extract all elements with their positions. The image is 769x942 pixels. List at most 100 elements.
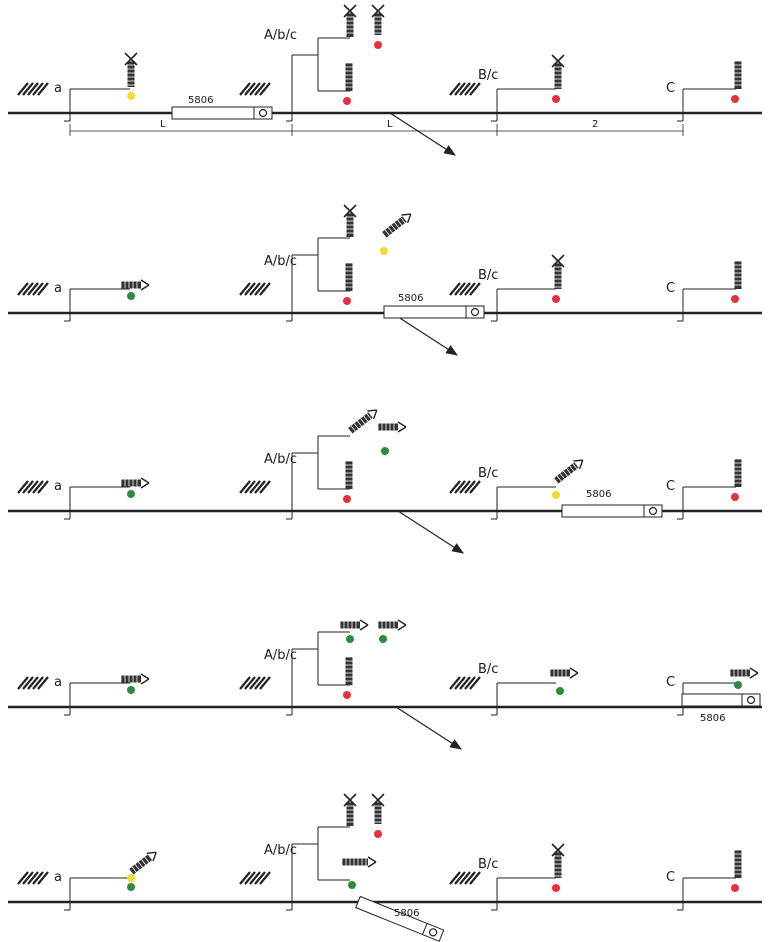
signal-a-horizontal bbox=[120, 673, 150, 685]
signal-bc-horizontal bbox=[549, 667, 579, 679]
label-bc: B/c bbox=[478, 857, 498, 872]
buffer-hatch bbox=[239, 676, 271, 690]
buffer-hatch bbox=[17, 82, 49, 96]
lamp-abc-lower bbox=[343, 691, 351, 699]
label-a: a bbox=[54, 281, 62, 296]
signal-abc-upper-left-horizontal bbox=[339, 619, 369, 631]
train-number: 5806 bbox=[394, 908, 419, 919]
label-c: C bbox=[666, 675, 675, 690]
label-c: C bbox=[666, 81, 675, 96]
signal-abc-lower bbox=[345, 262, 353, 291]
buffer-hatch bbox=[449, 480, 481, 494]
signal-c bbox=[734, 458, 742, 487]
label-bc: B/c bbox=[478, 268, 498, 283]
label-c: C bbox=[666, 281, 675, 296]
train-number: 5806 bbox=[188, 95, 213, 106]
lamp-a-upper bbox=[127, 874, 135, 882]
buffer-hatch bbox=[17, 871, 49, 885]
signal-bc bbox=[551, 843, 565, 878]
signal-abc-lower bbox=[345, 62, 353, 91]
buffer-hatch bbox=[239, 82, 271, 96]
panel-3: a A/b/cB/cC 5806 bbox=[8, 409, 762, 554]
buffer-hatch bbox=[449, 282, 481, 296]
signal-c bbox=[734, 849, 742, 878]
buffer-hatch bbox=[17, 480, 49, 494]
lamp-abc-lower bbox=[348, 881, 356, 889]
lamp-abc-upper bbox=[374, 41, 382, 49]
label-abc: A/b/c bbox=[264, 254, 297, 269]
label-abc: A/b/c bbox=[264, 28, 297, 43]
signal-bc bbox=[551, 54, 565, 89]
label-abc: A/b/c bbox=[264, 843, 297, 858]
train-number: 5806 bbox=[586, 489, 611, 500]
buffer-hatch bbox=[449, 676, 481, 690]
buffer-hatch bbox=[239, 282, 271, 296]
buffer-hatch bbox=[239, 871, 271, 885]
signal-bc-angled bbox=[553, 459, 584, 485]
train-5806 bbox=[383, 305, 485, 319]
dimension-label-2: L bbox=[387, 119, 393, 130]
label-abc: A/b/c bbox=[264, 648, 297, 663]
lamp-a bbox=[127, 292, 135, 300]
diverging-route-arrow bbox=[395, 706, 463, 750]
signal-abc-upper-right-angled bbox=[381, 213, 412, 239]
train-number: 5806 bbox=[398, 293, 423, 304]
signal-abc-upper-left bbox=[343, 793, 357, 826]
lamp-abc-upper-left bbox=[346, 635, 354, 643]
lamp-a bbox=[127, 92, 135, 100]
lamp-bc bbox=[552, 295, 560, 303]
signal-abc-upper-right bbox=[371, 793, 385, 824]
signal-c bbox=[734, 260, 742, 289]
signal-c bbox=[734, 60, 742, 89]
buffer-hatch bbox=[449, 82, 481, 96]
train-number: 5806 bbox=[700, 713, 725, 724]
signal-a-horizontal bbox=[120, 279, 150, 291]
train-5806 bbox=[681, 693, 761, 707]
label-bc: B/c bbox=[478, 662, 498, 677]
lamp-c bbox=[731, 95, 739, 103]
lamp-c bbox=[731, 295, 739, 303]
label-c: C bbox=[666, 479, 675, 494]
lamp-abc-lower bbox=[343, 97, 351, 105]
lamp-abc-lower bbox=[343, 495, 351, 503]
dimension-label-3: 2 bbox=[592, 119, 598, 130]
label-a: a bbox=[54, 81, 62, 96]
signal-abc-upper-left bbox=[343, 4, 357, 37]
buffer-hatch bbox=[17, 282, 49, 296]
lamp-a bbox=[127, 686, 135, 694]
buffer-hatch bbox=[449, 871, 481, 885]
diverging-route-arrow bbox=[389, 112, 457, 156]
signal-a-angled bbox=[128, 851, 157, 876]
signal-abc-upper-left bbox=[343, 204, 357, 237]
label-bc: B/c bbox=[478, 466, 498, 481]
signal-abc-upper-right-horizontal bbox=[377, 619, 407, 631]
lamp-abc-upper bbox=[380, 247, 388, 255]
lamp-c bbox=[731, 884, 739, 892]
train-5806 bbox=[171, 106, 273, 120]
label-c: C bbox=[666, 870, 675, 885]
signal-abc-upper-right bbox=[371, 4, 385, 35]
lamp-a bbox=[127, 883, 135, 891]
label-a: a bbox=[54, 479, 62, 494]
signal-abc-lower bbox=[345, 656, 353, 685]
lamp-abc-lower bbox=[343, 297, 351, 305]
signal-abc-lower-horizontal bbox=[341, 856, 377, 868]
lamp-abc-upper bbox=[379, 635, 387, 643]
signal-a-horizontal bbox=[120, 477, 150, 489]
lamp-abc-upper bbox=[381, 447, 389, 455]
lamp-a bbox=[127, 490, 135, 498]
signal-abc-upper-left-angled bbox=[347, 409, 378, 435]
lamp-bc bbox=[556, 687, 564, 695]
buffer-hatch bbox=[239, 480, 271, 494]
buffer-hatch bbox=[17, 676, 49, 690]
signal-abc-lower bbox=[345, 460, 353, 489]
label-bc: B/c bbox=[478, 68, 498, 83]
label-abc: A/b/c bbox=[264, 452, 297, 467]
lamp-c bbox=[731, 493, 739, 501]
train-5806 bbox=[355, 895, 445, 942]
lamp-bc bbox=[552, 491, 560, 499]
